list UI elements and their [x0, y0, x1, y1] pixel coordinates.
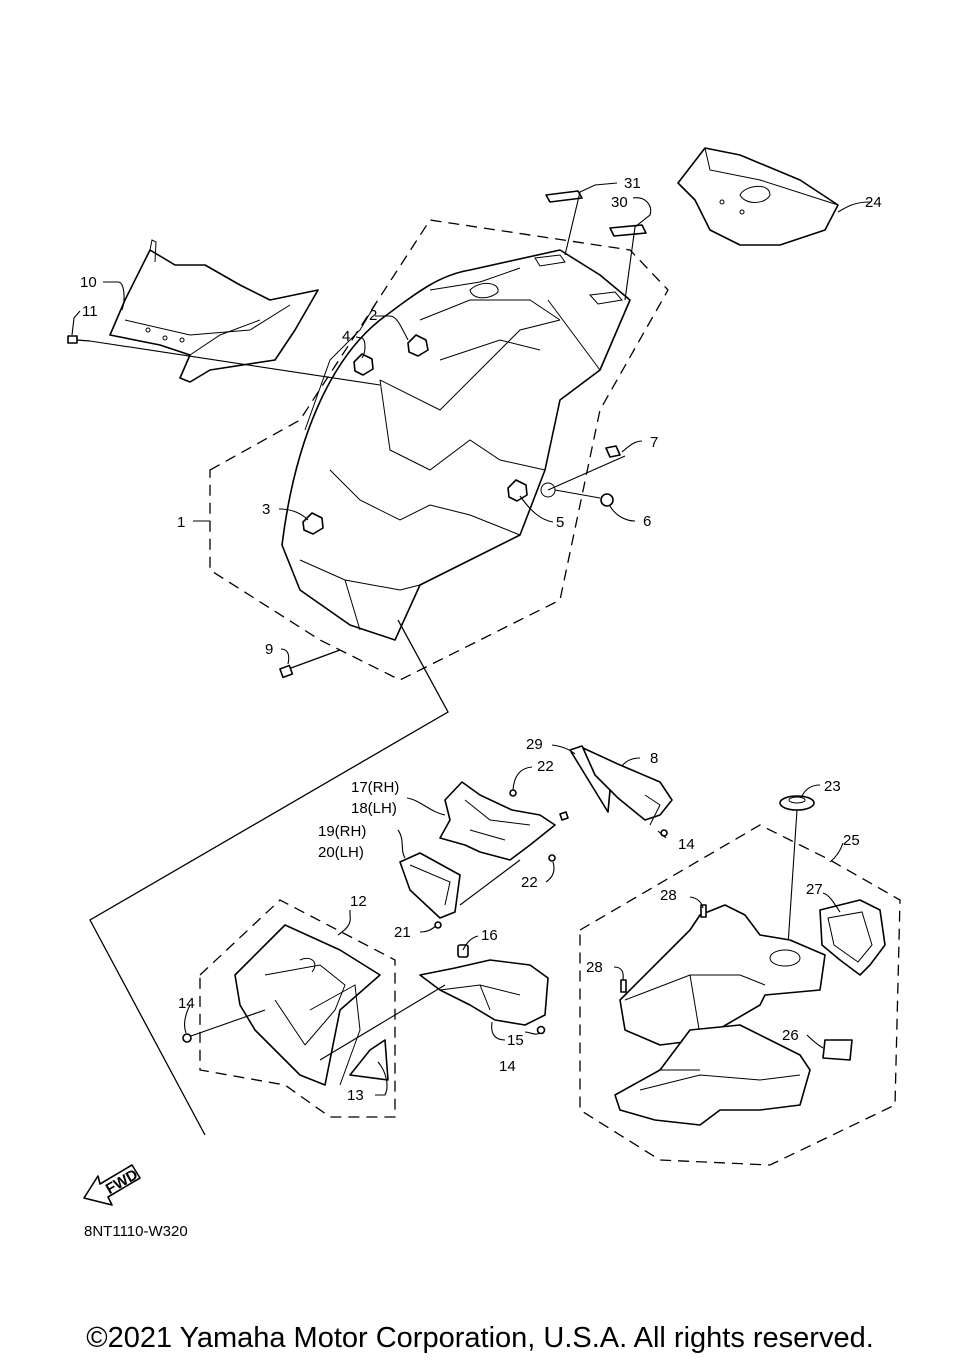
callout-7: 7: [650, 434, 658, 451]
vent-19-20[interactable]: [399, 852, 461, 919]
callout-30: 30: [611, 194, 628, 211]
cover-8[interactable]: [582, 747, 673, 826]
airbox-upper[interactable]: [619, 904, 826, 1046]
assembly-link-line: [89, 619, 449, 1136]
callout-22b: 22: [521, 874, 538, 891]
decal-3[interactable]: [302, 512, 324, 535]
label-26[interactable]: [822, 1039, 853, 1061]
screw-14b[interactable]: [536, 1025, 546, 1035]
airbox-lower[interactable]: [614, 1024, 811, 1126]
side-panel-12[interactable]: [234, 924, 381, 1086]
clip-22c[interactable]: [559, 811, 569, 821]
screw-11[interactable]: [67, 335, 91, 344]
plate-30[interactable]: [609, 224, 647, 237]
callout-19: 19(RH): [318, 823, 366, 840]
callout-5: 5: [556, 514, 564, 531]
callout-12: 12: [350, 893, 367, 910]
screw-21[interactable]: [434, 921, 442, 929]
callout-24: 24: [865, 194, 882, 211]
duct-link-line: [319, 984, 446, 1061]
grommet-6[interactable]: [600, 493, 614, 507]
clip-line: [547, 455, 626, 491]
boot-27[interactable]: [819, 899, 886, 976]
callout-3: 3: [262, 501, 270, 518]
callout-4: 4: [342, 328, 350, 345]
callout-14a: 14: [178, 995, 195, 1012]
pin-22a[interactable]: [509, 789, 517, 797]
screw-28a[interactable]: [700, 904, 707, 918]
callout-2: 2: [369, 307, 377, 324]
decal-4[interactable]: [353, 353, 374, 376]
callout-20: 20(LH): [318, 844, 364, 861]
callout-13: 13: [347, 1087, 364, 1104]
fwd-arrow-icon: FWD: [83, 1164, 141, 1206]
callout-29: 29: [526, 736, 543, 753]
plate-31[interactable]: [545, 190, 583, 203]
screw-28b[interactable]: [620, 979, 627, 993]
hood-part[interactable]: [281, 249, 631, 641]
callout-labels: 1 2 3 4 5 6 7 8 9 10 11 12 13 14 14 14 1…: [80, 175, 882, 1104]
callout-25: 25: [843, 832, 860, 849]
callout-26: 26: [782, 1027, 799, 1044]
cover-24[interactable]: [677, 147, 839, 246]
callout-23: 23: [824, 778, 841, 795]
decal-2[interactable]: [407, 334, 429, 357]
callout-21: 21: [394, 924, 411, 941]
diagram-code: 8NT1110-W320: [84, 1223, 188, 1240]
callout-16: 16: [481, 927, 498, 944]
copyright-notice: ©2021 Yamaha Motor Corporation, U.S.A. A…: [86, 1322, 874, 1354]
callout-28b: 28: [586, 959, 603, 976]
callout-14c: 14: [678, 836, 695, 853]
windshield-mount-line: [89, 340, 381, 386]
callout-9: 9: [265, 641, 273, 658]
nut-16[interactable]: [457, 944, 469, 958]
callout-10: 10: [80, 274, 97, 291]
screw-14a[interactable]: [182, 1033, 192, 1043]
airbox-group-outline: [579, 824, 901, 1166]
callout-14b: 14: [499, 1058, 516, 1075]
callout-6: 6: [643, 513, 651, 530]
trim-13[interactable]: [349, 1039, 389, 1081]
windshield-part[interactable]: [109, 239, 319, 383]
callout-1: 1: [177, 514, 185, 531]
screw-line-14a: [190, 1009, 266, 1037]
duct-15[interactable]: [419, 959, 549, 1026]
bolt-9[interactable]: [279, 649, 341, 679]
grommet-23-line: [787, 809, 798, 946]
leader-lines: [71, 182, 871, 1096]
callout-31: 31: [624, 175, 641, 192]
grommet-23[interactable]: [779, 795, 815, 811]
callout-15: 15: [507, 1032, 524, 1049]
clip-7[interactable]: [605, 445, 621, 458]
hood-assembly-group-outline: [209, 219, 669, 681]
vent-link-line: [459, 859, 521, 906]
callout-8: 8: [650, 750, 658, 767]
callout-27: 27: [806, 881, 823, 898]
vent-17-18[interactable]: [439, 781, 556, 861]
callout-28a: 28: [660, 887, 677, 904]
grommet-line: [554, 489, 601, 499]
pin-22b[interactable]: [548, 854, 556, 862]
callout-18: 18(LH): [351, 800, 397, 817]
callout-22a: 22: [537, 758, 554, 775]
panel-12-group-outline: [199, 899, 396, 1118]
callout-17: 17(RH): [351, 779, 399, 796]
callout-11: 11: [82, 303, 98, 320]
decal-5[interactable]: [507, 479, 528, 502]
